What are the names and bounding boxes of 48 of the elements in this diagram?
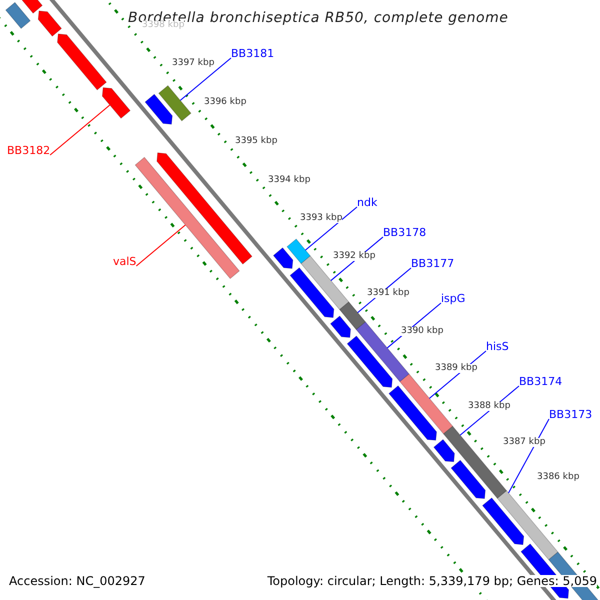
scale-label: 3395 kbp (235, 136, 278, 146)
gene-bar (482, 497, 524, 546)
gene-label: BB3177 (411, 258, 454, 269)
gene-bar (339, 301, 366, 330)
gene-bar (433, 439, 455, 462)
scale-label: 3387 kbp (503, 438, 546, 446)
gene-label: valS (113, 256, 136, 267)
gene-bar (290, 267, 334, 318)
scale-label: 3391 kbp (367, 288, 410, 298)
gene-label: BB3174 (519, 376, 562, 387)
gene-label: ispG (441, 293, 466, 304)
leader-line (50, 104, 110, 156)
scale-label: 3390 kbp (401, 326, 444, 336)
gene-bar (57, 34, 107, 90)
gene-bar (450, 460, 486, 499)
gene-bar (134, 156, 240, 280)
gene-bar (399, 374, 454, 434)
gene-label: hisS (486, 341, 509, 352)
scale-label: 3397 kbp (172, 58, 214, 68)
gene-bar (22, 0, 43, 14)
gene-bar (496, 490, 558, 560)
scale-label: 3393 kbp (300, 214, 342, 222)
gene-bar (156, 152, 252, 265)
scale-label: 3392 kbp (333, 252, 376, 260)
gene-bar (330, 316, 351, 338)
gene-bar (102, 87, 131, 119)
gene-bar (286, 238, 311, 264)
scale-label: 3396 kbp (204, 98, 246, 106)
gene-bar (346, 336, 393, 388)
gene-bar (158, 85, 192, 122)
footer-text: Accession: NC_002927 (9, 575, 146, 587)
scale-label: 3388 kbp (468, 402, 510, 410)
gene-label: BB3182 (7, 145, 50, 156)
scale-label: 3389 kbp (435, 364, 478, 372)
gene-bar (38, 10, 62, 37)
footer-text: Topology: circular; Length: 5,339,179 bp; Genes: 5,059 (267, 575, 597, 587)
gene-label: BB3181 (231, 48, 274, 59)
gene-bar (272, 247, 294, 269)
gene-bar (144, 94, 173, 125)
gene-label: ndk (357, 197, 378, 208)
gene-label: BB3178 (383, 227, 426, 238)
leader-line (180, 58, 232, 101)
gene-bar (388, 385, 437, 441)
scale-label: 3386 kbp (537, 472, 580, 482)
gene-bar (5, 2, 31, 29)
leader-line (304, 206, 358, 251)
scale-label: 3394 kbp (268, 176, 310, 184)
gene-label: BB3173 (549, 409, 592, 420)
